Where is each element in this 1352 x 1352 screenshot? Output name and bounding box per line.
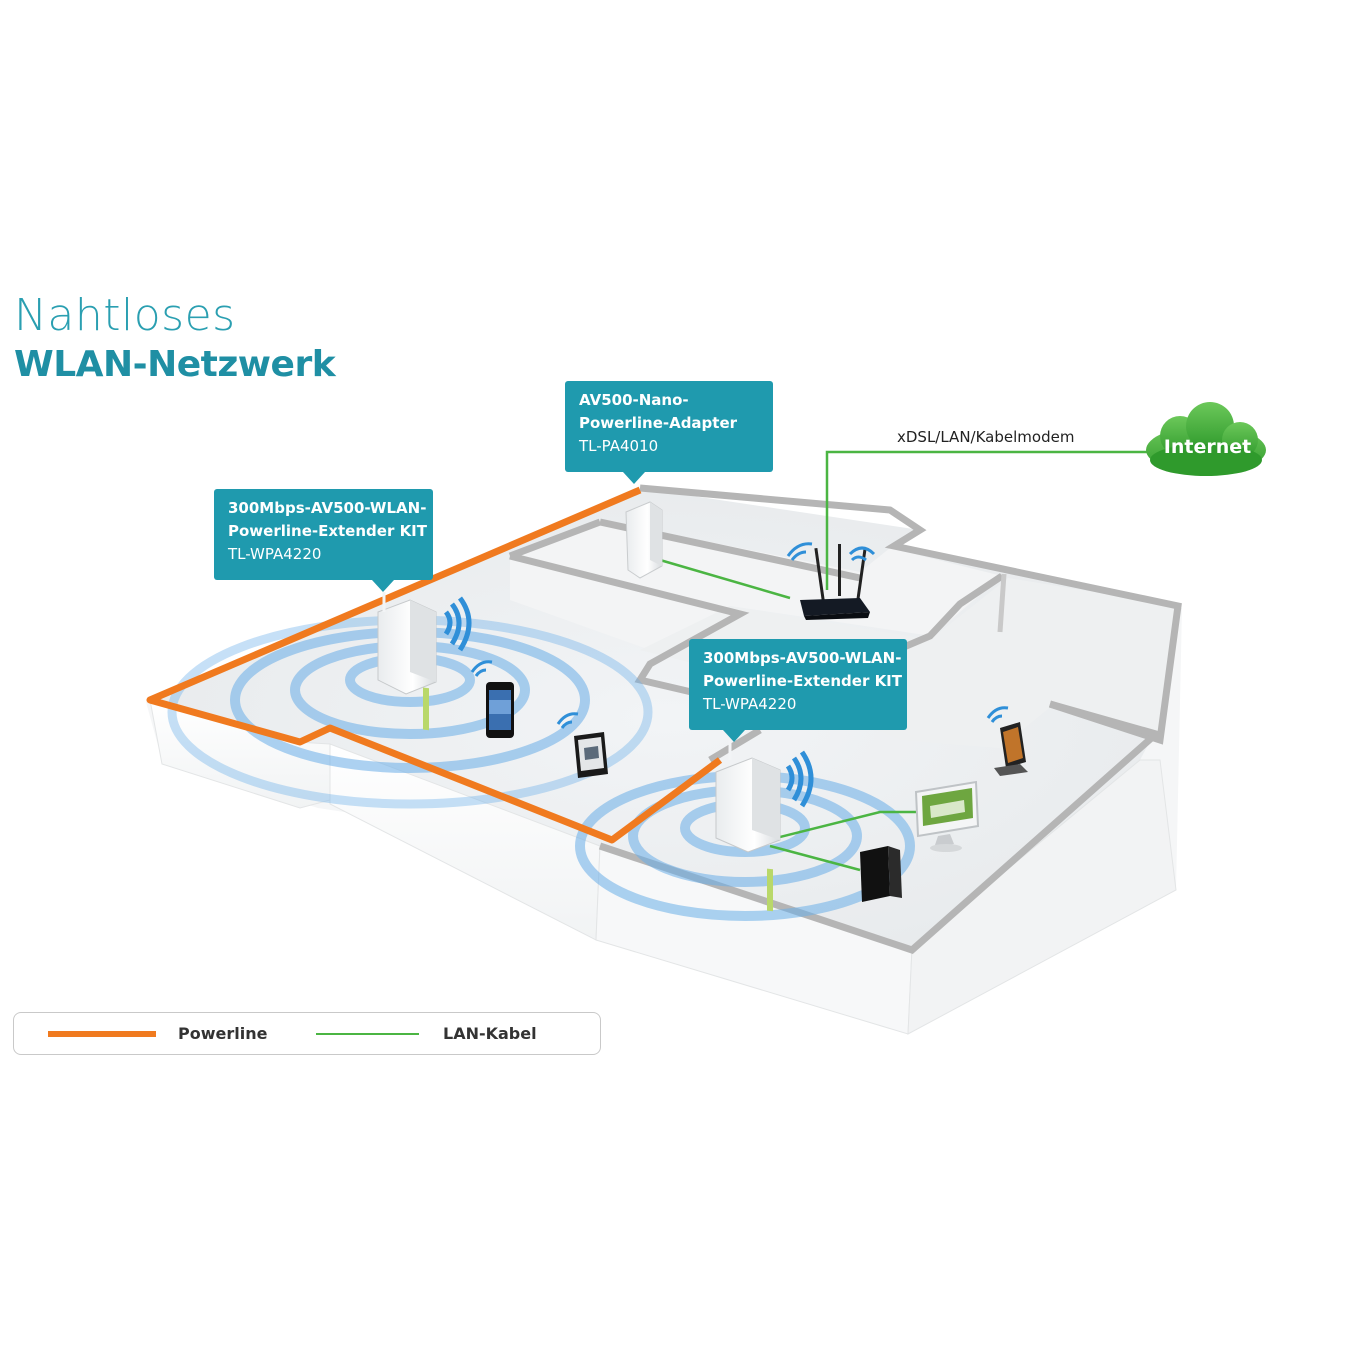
legend: Powerline LAN-Kabel (13, 1012, 601, 1055)
callout-pointer-lines (382, 592, 732, 760)
wifi-signal-icon (785, 750, 814, 808)
tablet-icon (574, 732, 608, 778)
router-icon (800, 544, 870, 620)
legend-lan-label: LAN-Kabel (443, 1024, 537, 1043)
callout-line-2: Powerline-Extender KIT (703, 672, 902, 690)
callout-model: TL-WPA4220 (703, 695, 797, 713)
internet-label: Internet (1163, 436, 1252, 458)
title-line-1: Nahtloses (14, 290, 236, 341)
wifi-extender-left-icon (377, 599, 437, 731)
nas-icon (860, 846, 902, 902)
wifi-extender-right-icon (715, 757, 781, 912)
wifi-signal-icon (986, 706, 1009, 723)
powerline-adapter-icon (625, 501, 663, 579)
callout-line-1: 300Mbps-AV500-WLAN- (703, 649, 902, 667)
callout-line-2: Powerline-Adapter (579, 414, 738, 432)
internet-cloud-icon (1146, 402, 1266, 476)
phone-dock-icon (994, 722, 1028, 776)
legend-lan-swatch (316, 1033, 419, 1035)
wifi-signal-icon (556, 712, 579, 729)
callout-line-2: Powerline-Extender KIT (228, 522, 427, 540)
lan-cables (659, 450, 1150, 872)
wifi-signal-icon (443, 596, 472, 652)
legend-powerline-label: Powerline (178, 1024, 268, 1043)
callout-line-1: 300Mbps-AV500-WLAN- (228, 499, 427, 517)
monitor-icon (914, 780, 980, 852)
modem-label: xDSL/LAN/Kabelmodem (897, 428, 1075, 446)
callout-nano-adapter: AV500-Nano- Powerline-Adapter TL-PA4010 (565, 381, 773, 484)
wifi-signal-icon (470, 660, 493, 677)
smartphone-icon (486, 682, 514, 738)
callout-model: TL-WPA4220 (228, 545, 322, 563)
wifi-signal-icon (786, 542, 876, 562)
callout-extender-left: 300Mbps-AV500-WLAN- Powerline-Extender K… (214, 489, 433, 592)
callout-model: TL-PA4010 (579, 437, 659, 455)
powerline-wire (146, 486, 723, 844)
callout-extender-right: 300Mbps-AV500-WLAN- Powerline-Extender K… (689, 639, 907, 742)
legend-powerline-swatch (48, 1031, 156, 1037)
title-line-2: WLAN-Netzwerk (14, 344, 336, 385)
callout-line-1: AV500-Nano- (579, 391, 689, 409)
